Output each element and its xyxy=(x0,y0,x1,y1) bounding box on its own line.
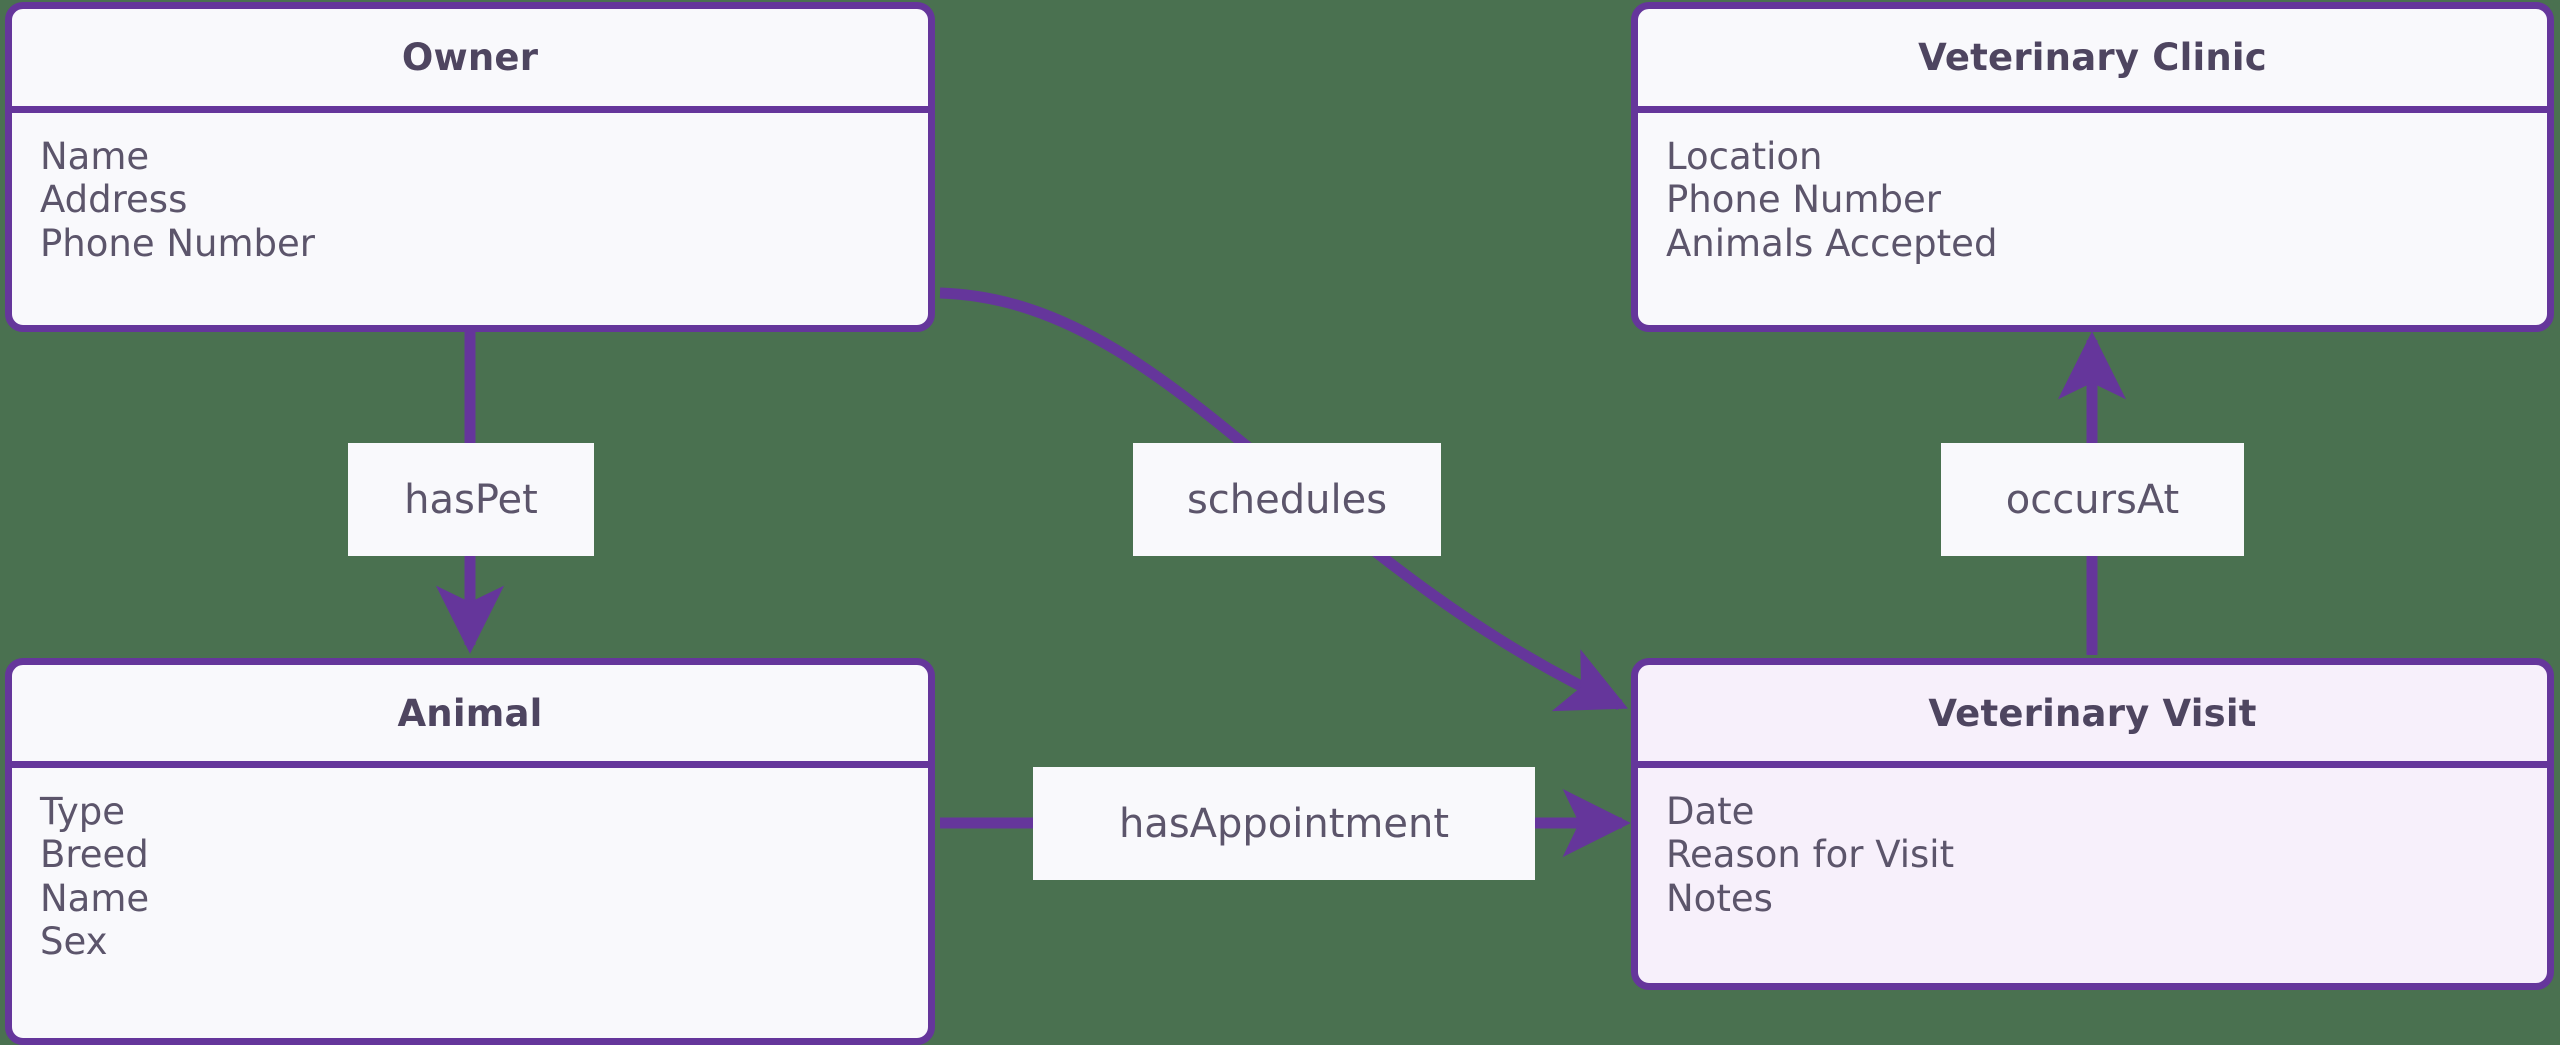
attribute-row: Date xyxy=(1666,790,1755,833)
attribute-row: Reason for Visit xyxy=(1666,833,1955,877)
relationship-label-hasappointment[interactable]: hasAppointment xyxy=(1033,767,1535,880)
attribute-row: Sex xyxy=(40,919,108,963)
entity-veterinary-visit-header: Veterinary Visit xyxy=(1638,665,2547,768)
entity-owner-header: Owner xyxy=(12,9,928,113)
attribute-row: Name xyxy=(40,876,150,920)
entity-owner-title: Owner xyxy=(401,36,539,79)
entity-veterinary-clinic-attributes: Location Phone Number Animals Accepted xyxy=(1638,113,2547,325)
entity-veterinary-visit[interactable]: Veterinary Visit Date Reason for Visit N… xyxy=(1631,658,2554,990)
attribute-row: Phone Number xyxy=(40,221,316,265)
attribute-row: Phone Number xyxy=(1666,178,1942,222)
attribute-row: Breed xyxy=(40,833,149,877)
entity-owner[interactable]: Owner Name Address Phone Number xyxy=(5,2,935,332)
relationship-label-occursat[interactable]: occursAt xyxy=(1941,443,2244,556)
relationship-label-schedules[interactable]: schedules xyxy=(1133,443,1441,556)
entity-veterinary-visit-attributes: Date Reason for Visit Notes xyxy=(1638,768,2547,983)
entity-veterinary-clinic-header: Veterinary Clinic xyxy=(1638,9,2547,113)
entity-veterinary-visit-title: Veterinary Visit xyxy=(1928,691,2257,735)
entity-animal-attributes: Type Breed Name Sex xyxy=(12,768,928,1038)
entity-owner-attributes: Name Address Phone Number xyxy=(12,113,928,325)
entity-animal[interactable]: Animal Type Breed Name Sex xyxy=(5,658,935,1045)
entity-animal-header: Animal xyxy=(12,665,928,768)
attribute-row: Type xyxy=(40,790,125,833)
entity-veterinary-clinic[interactable]: Veterinary Clinic Location Phone Number … xyxy=(1631,2,2554,332)
entity-animal-title: Animal xyxy=(397,691,543,735)
entity-veterinary-clinic-title: Veterinary Clinic xyxy=(1918,36,2267,79)
attribute-row: Address xyxy=(40,178,188,222)
attribute-row: Name xyxy=(40,135,150,178)
attribute-row: Notes xyxy=(1666,876,1773,920)
relationship-label-haspet[interactable]: hasPet xyxy=(348,443,594,556)
attribute-row: Animals Accepted xyxy=(1666,221,1998,265)
attribute-row: Location xyxy=(1666,135,1823,178)
